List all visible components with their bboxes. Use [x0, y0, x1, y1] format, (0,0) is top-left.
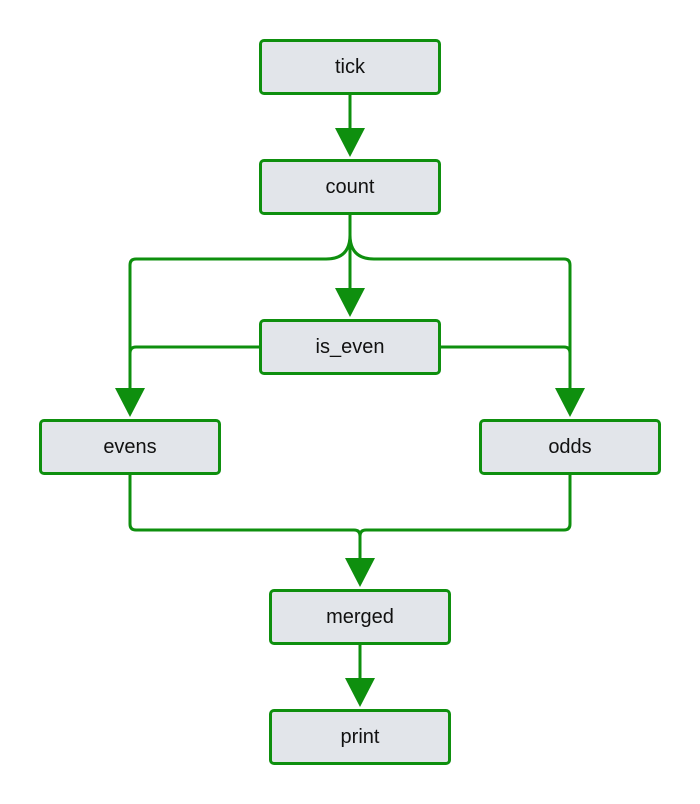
- node-tick: tick: [259, 39, 441, 95]
- arrowhead-count: [335, 128, 365, 157]
- edge-count-to-odds: [348, 234, 572, 390]
- arrowhead-is-even: [335, 288, 365, 317]
- arrowhead-print: [345, 678, 375, 707]
- node-label-odds: odds: [548, 435, 592, 458]
- node-label-merged: merged: [326, 605, 394, 628]
- node-label-evens: evens: [103, 435, 157, 458]
- node-is-even: is_even: [259, 319, 441, 375]
- edge-is-even-to-odds: [441, 345, 572, 354]
- edge-evens-to-merged: [128, 475, 362, 560]
- arrowhead-odds: [555, 388, 585, 417]
- node-evens: evens: [39, 419, 221, 475]
- node-print: print: [269, 709, 451, 765]
- node-count: count: [259, 159, 441, 215]
- node-odds: odds: [479, 419, 661, 475]
- edge-count-to-evens: [128, 234, 352, 390]
- arrowhead-evens: [115, 388, 145, 417]
- node-label-count: count: [325, 175, 375, 198]
- node-merged: merged: [269, 589, 451, 645]
- edge-is-even-to-evens: [128, 345, 259, 354]
- arrowhead-merged: [345, 558, 375, 587]
- edge-odds-to-merged: [358, 475, 572, 537]
- node-label-tick: tick: [335, 55, 365, 78]
- node-label-is-even: is_even: [315, 335, 385, 358]
- node-label-print: print: [340, 725, 380, 748]
